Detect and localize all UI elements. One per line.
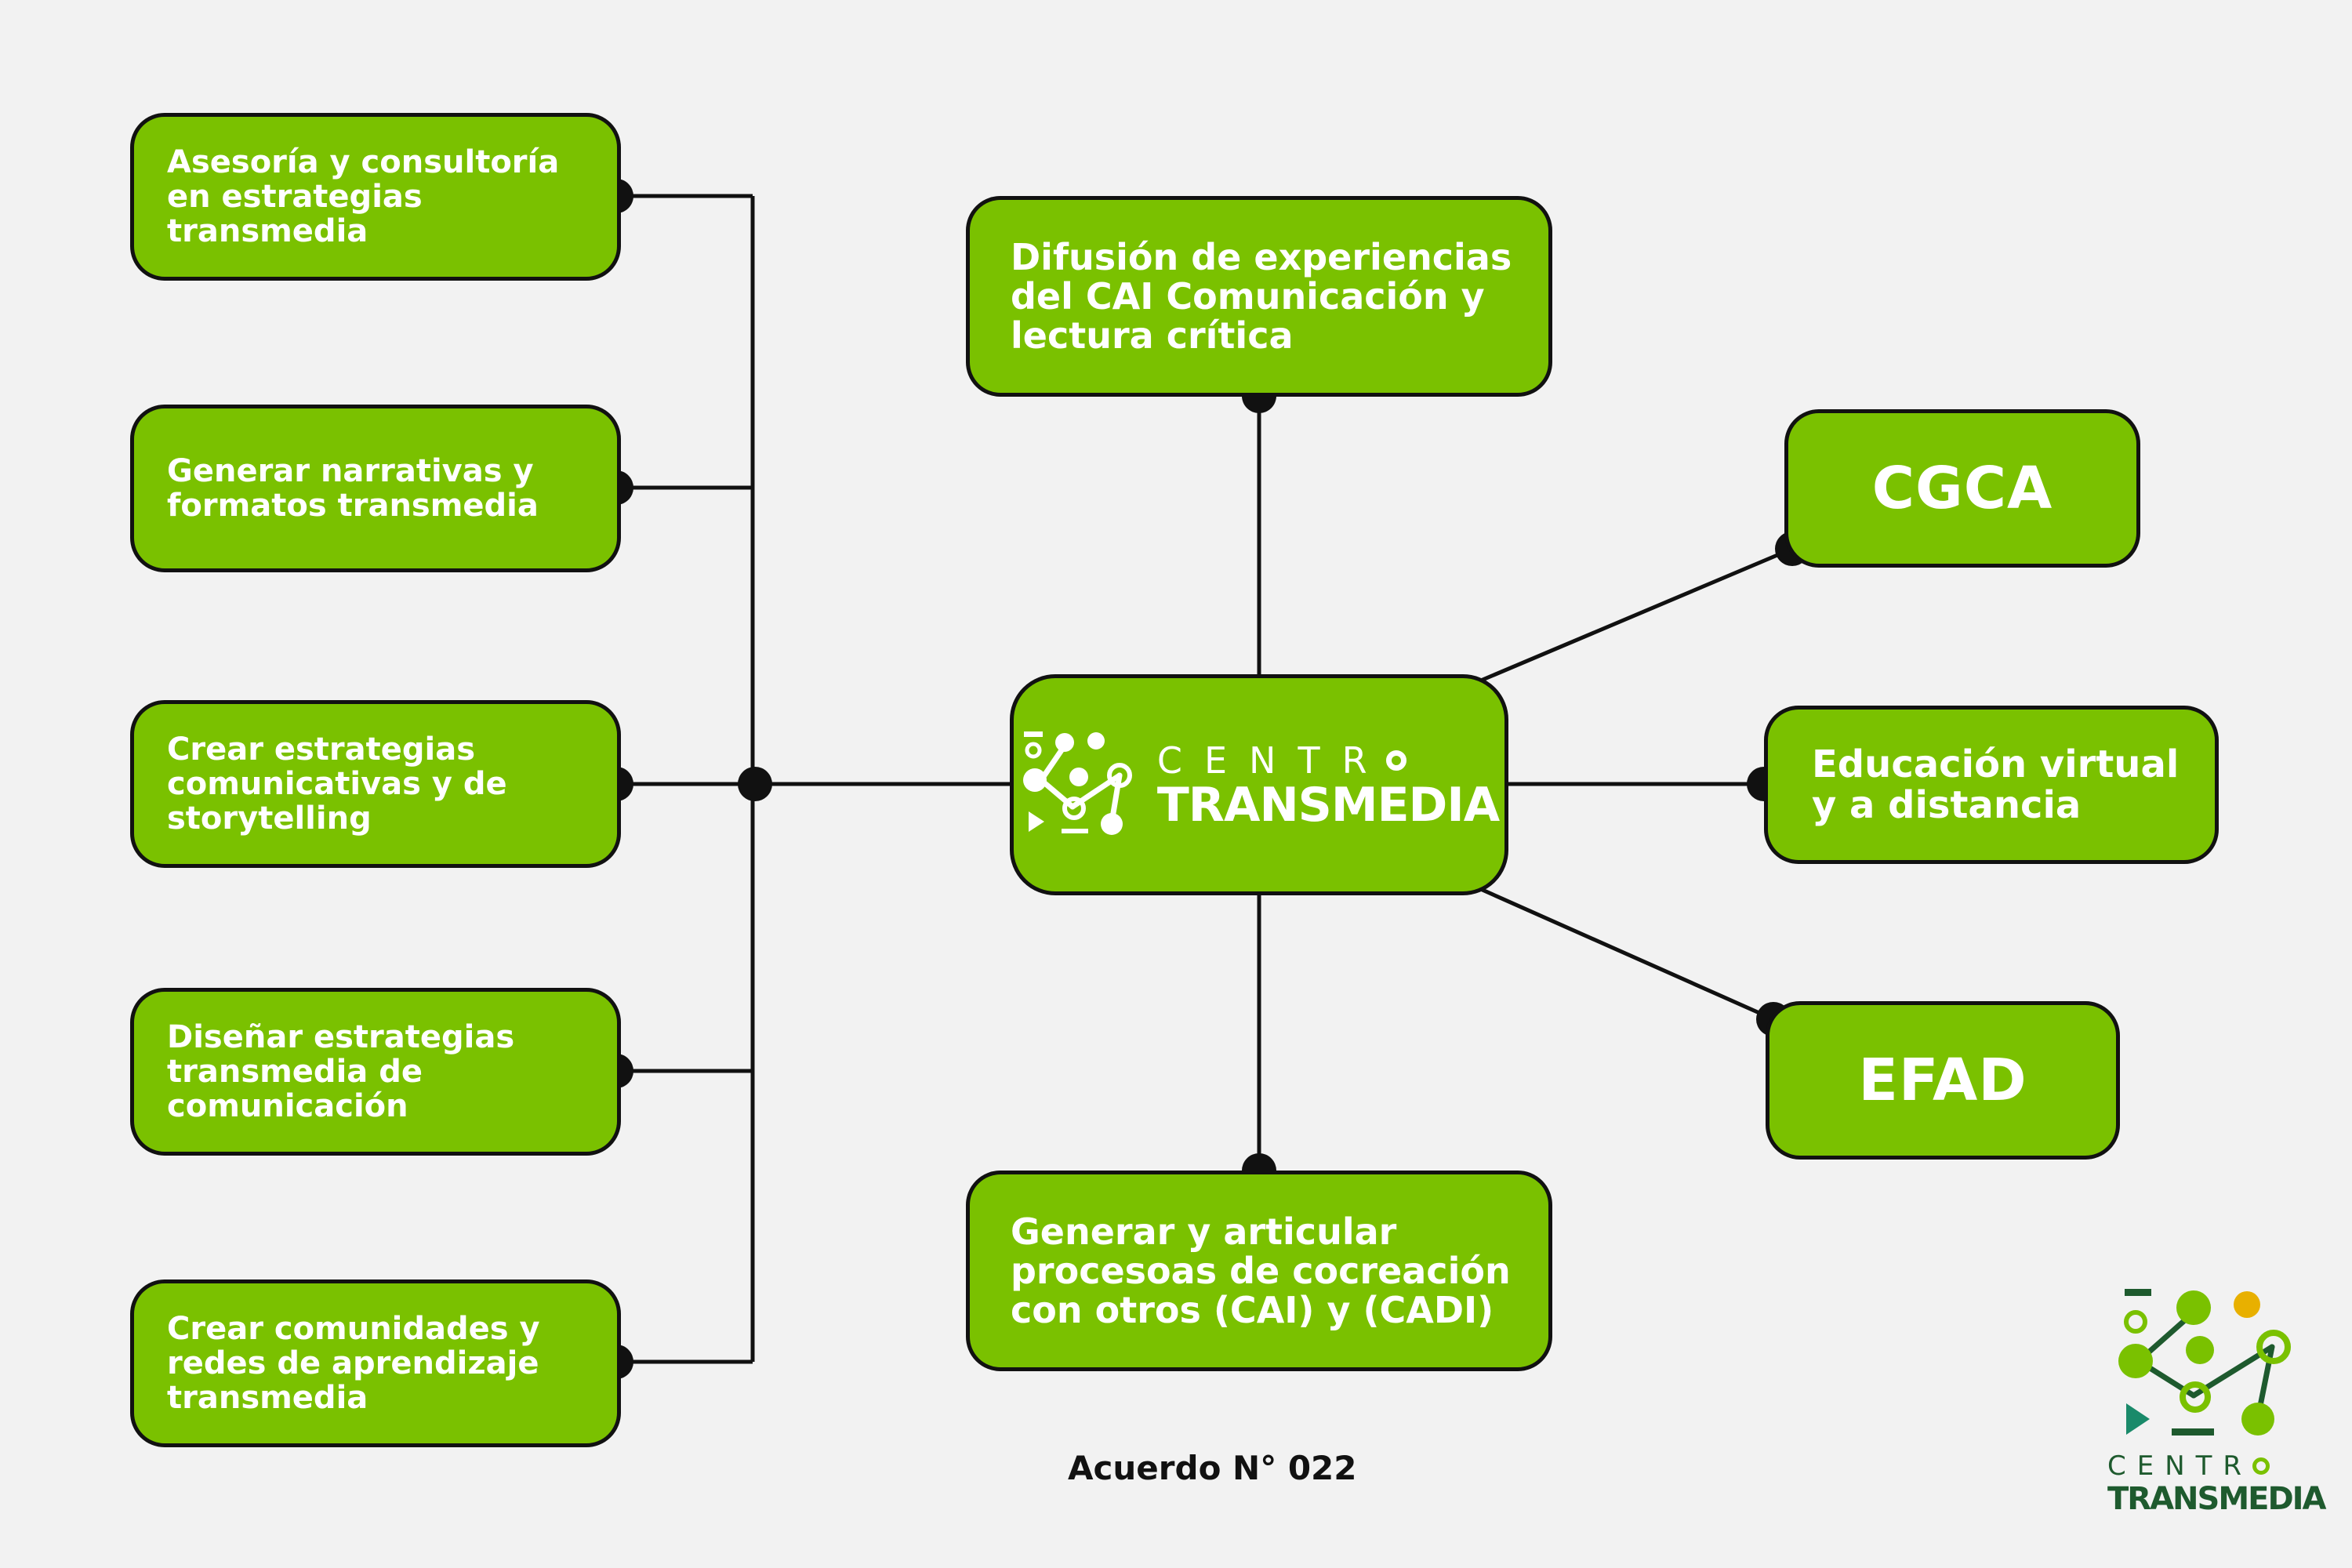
left-node-disenar: Diseñar estrategias transmedia de comuni… xyxy=(130,988,621,1156)
network-logo-icon xyxy=(2118,1289,2291,1436)
right-node-efad: EFAD xyxy=(1766,1001,2120,1160)
ring-icon xyxy=(1385,750,1406,771)
left-node-comunidades: Crear comunidades y redes de aprendizaje… xyxy=(130,1279,621,1447)
left-node-narrativas: Generar narrativas y formatos transmedia xyxy=(130,405,621,572)
left-node-asesoria: Asesoría y consultoría en estrategias tr… xyxy=(130,113,621,281)
junction-dot xyxy=(738,767,772,801)
corner-logo-line1: CENTR xyxy=(2107,1450,2253,1482)
left-node-storytelling: Crear estrategias comunicativas y de sto… xyxy=(130,700,621,868)
center-logo-line1: CENTR xyxy=(1156,739,1389,782)
right-node-cgca: CGCA xyxy=(1784,409,2140,568)
top-node-difusion: Difusión de experiencias del CAI Comunic… xyxy=(966,196,1552,397)
ring-icon xyxy=(2252,1457,2270,1475)
center-logo: CENTR TRANSMEDIA xyxy=(1019,730,1500,840)
corner-logo-line2: TRANSMEDIA xyxy=(2107,1481,2327,1517)
right-node-educacion: Educación virtual y a distancia xyxy=(1764,706,2219,864)
footer-note: Acuerdo N° 022 xyxy=(1068,1449,1357,1487)
network-icon xyxy=(1022,731,1132,835)
center-node: CENTR TRANSMEDIA xyxy=(1010,674,1508,895)
bottom-node-cocreacion: Generar y articular procesoas de cocreac… xyxy=(966,1171,1552,1371)
corner-logo: CENTR TRANSMEDIA xyxy=(2107,1286,2327,1517)
center-logo-line2: TRANSMEDIA xyxy=(1156,778,1500,833)
